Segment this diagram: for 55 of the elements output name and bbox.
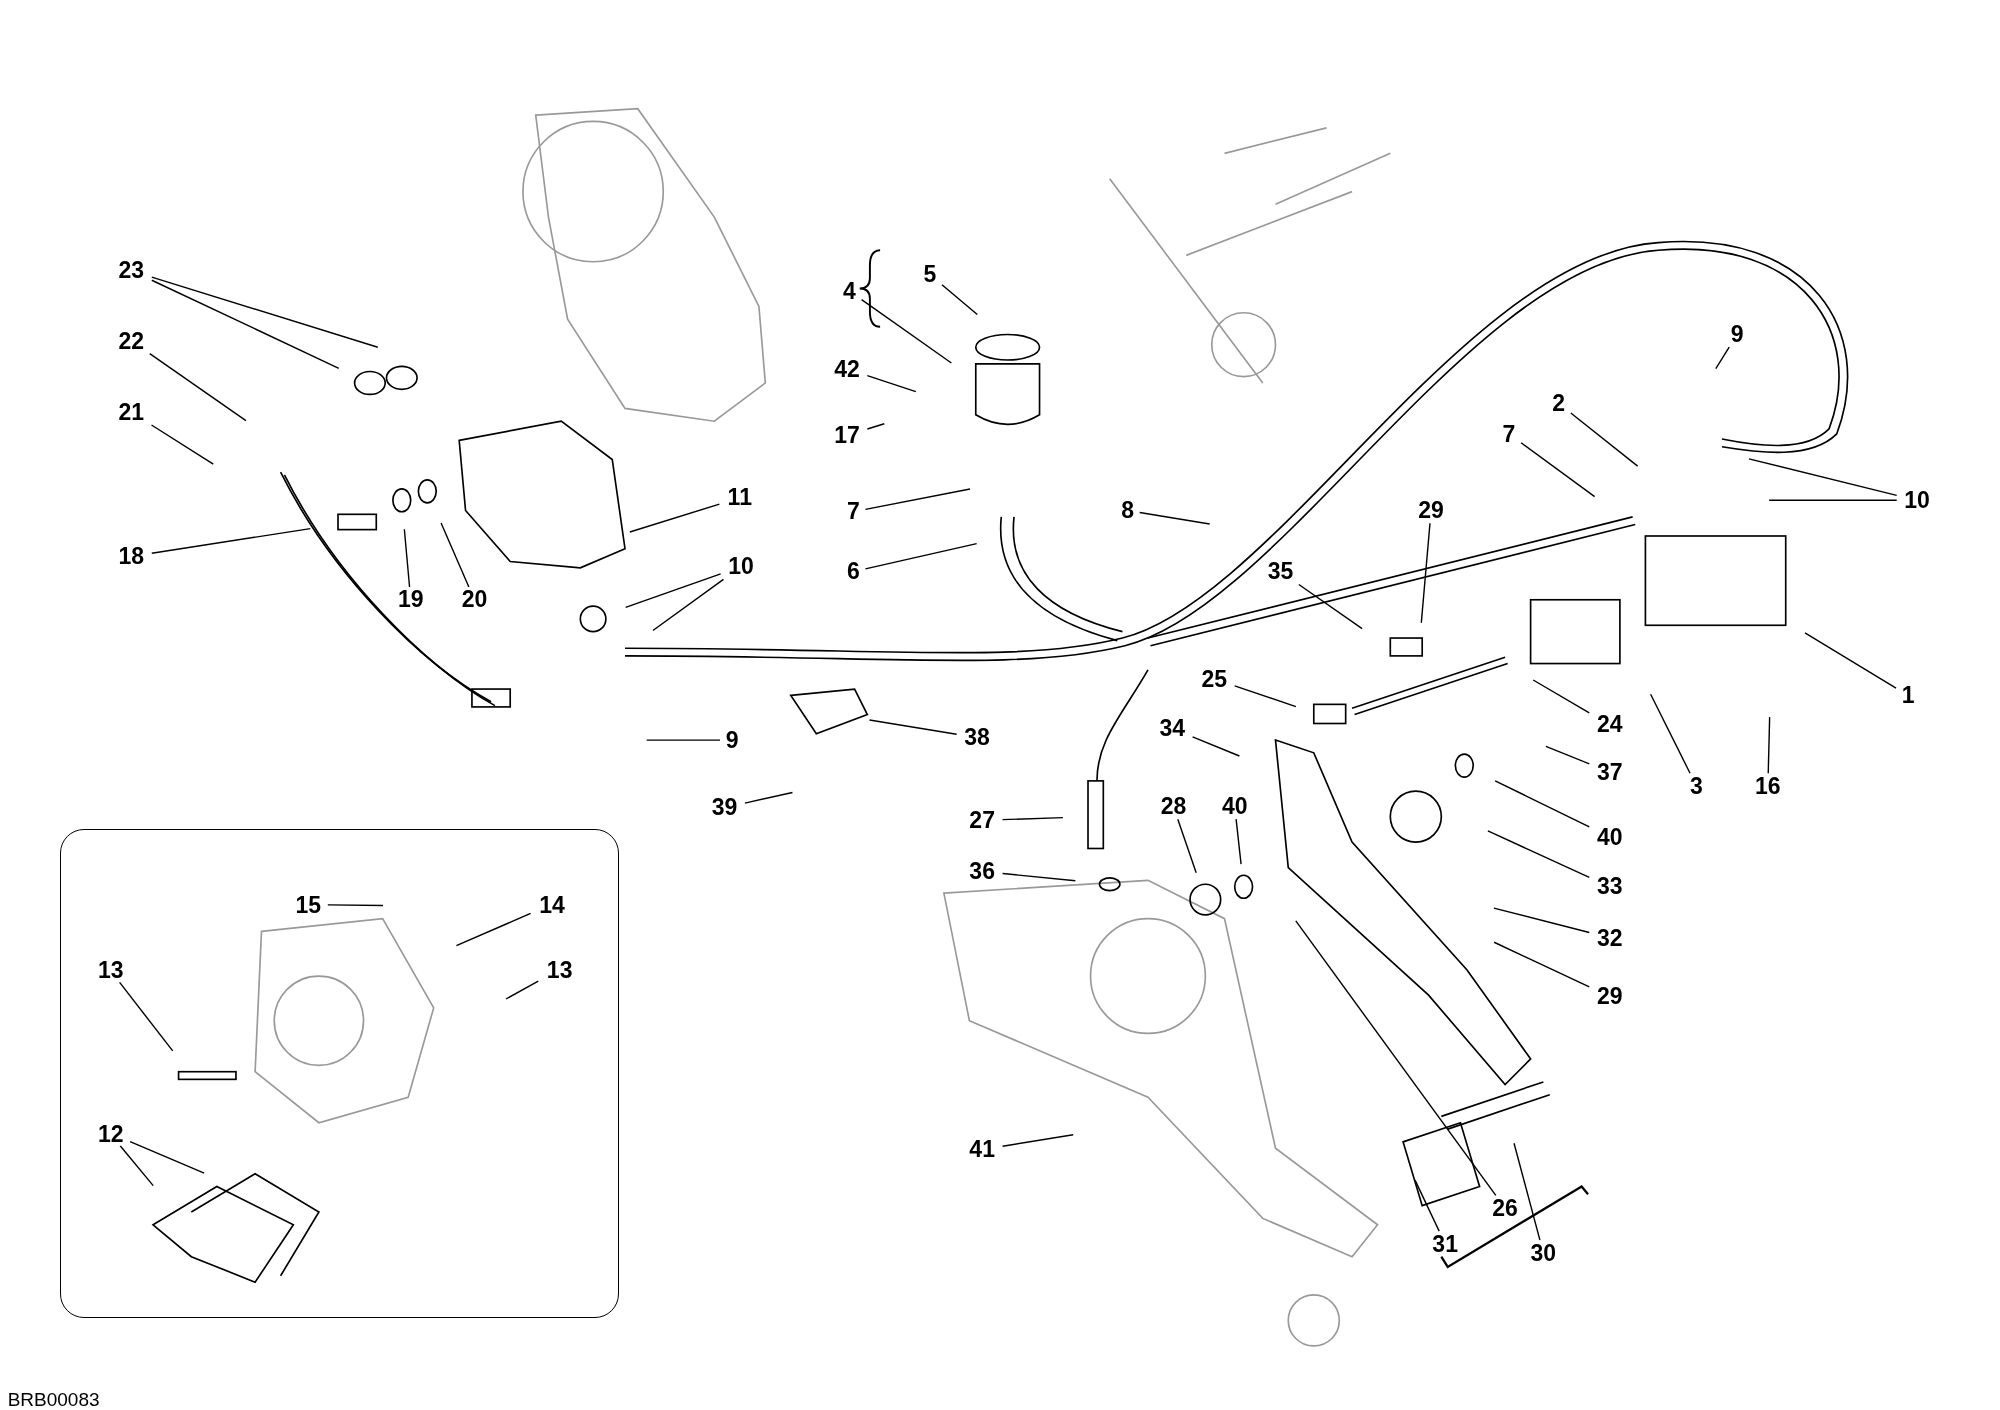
leader-line (860, 298, 953, 364)
leader-line (1487, 830, 1590, 879)
leader-line (645, 739, 721, 741)
leader-line (1570, 412, 1639, 467)
inset-panel (59, 829, 620, 1319)
leader-line (864, 488, 971, 511)
leader-line (440, 522, 470, 588)
leader-line (866, 423, 885, 430)
leader-line (1298, 583, 1363, 630)
leader-line (1234, 685, 1297, 708)
leader-line (1138, 511, 1211, 525)
drawing-code: BRB00083 (7, 1390, 100, 1410)
leader-line (151, 527, 312, 554)
leader-line (866, 374, 917, 393)
leader-line (150, 424, 214, 465)
leader-line (744, 791, 794, 804)
callout-number: 32 (1596, 926, 1623, 949)
leader-line (941, 284, 978, 316)
leader-line (624, 573, 722, 609)
leader-line (1177, 818, 1197, 874)
leader-line (1715, 346, 1730, 370)
leader-line (864, 542, 978, 570)
leader-line (151, 279, 340, 369)
leader-line (505, 980, 539, 1000)
leader-line (1649, 693, 1691, 774)
leader-line (151, 276, 379, 348)
leader-line (119, 1145, 154, 1187)
leader-line (327, 904, 384, 907)
leader-line (868, 719, 958, 735)
leader-line (1001, 816, 1064, 821)
leader-line (1493, 907, 1590, 934)
leader-line (1001, 872, 1077, 882)
leader-line (1804, 632, 1897, 689)
leader-line (1767, 716, 1771, 774)
leader-line (403, 528, 411, 588)
leader-line (652, 578, 725, 632)
leader-line (118, 981, 174, 1052)
leader-line (1768, 499, 1898, 501)
leader-line (1414, 1179, 1440, 1232)
leader-line (1520, 442, 1596, 498)
leader-line (1295, 920, 1497, 1197)
leader-line (149, 352, 247, 422)
leader-line (129, 1140, 205, 1174)
leader-line (1513, 1142, 1541, 1241)
leader-line (1493, 941, 1590, 988)
leader-line (629, 503, 721, 533)
leader-line (455, 912, 532, 947)
leader-line (1494, 780, 1590, 828)
leader-line (1545, 745, 1590, 765)
leader-line (1748, 458, 1898, 496)
leader-line (1420, 522, 1431, 624)
leader-line (1235, 818, 1242, 865)
leader-line (1001, 1134, 1074, 1147)
leader-line (1532, 679, 1590, 714)
leader-line (1191, 736, 1241, 757)
